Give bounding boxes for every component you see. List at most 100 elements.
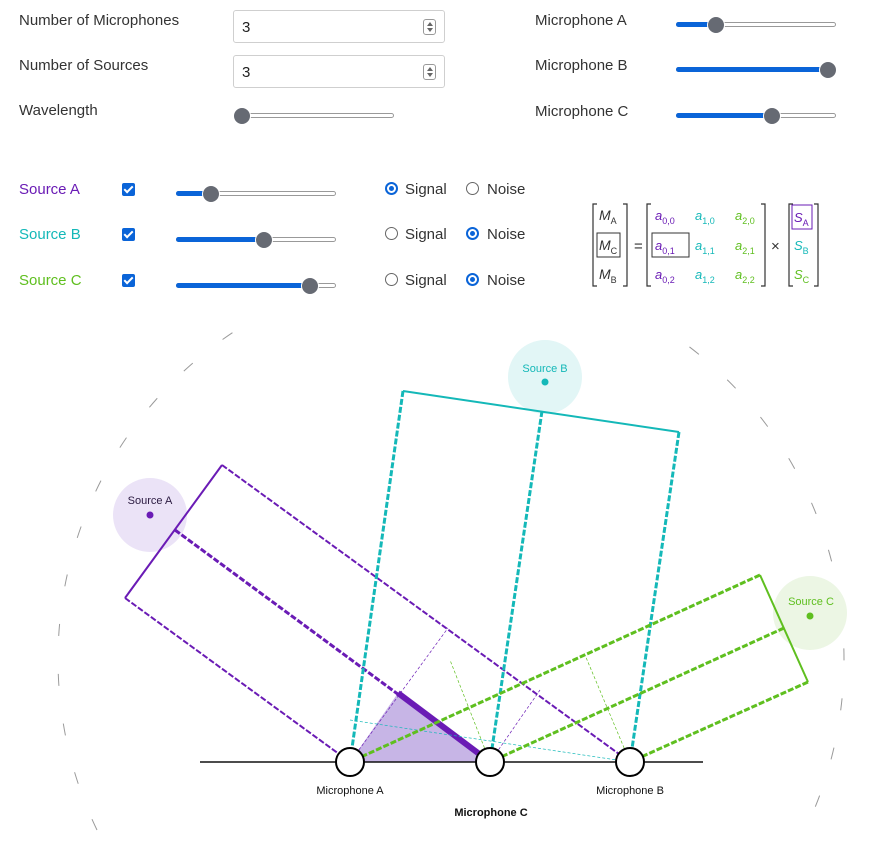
mic-entry: M xyxy=(599,207,611,223)
source-a-diagram-label: Source A xyxy=(128,495,173,507)
source-b-dot[interactable] xyxy=(541,378,549,386)
coef-sub: 2,1 xyxy=(742,246,755,256)
svg-text:MB: MB xyxy=(599,266,617,285)
source-c-slider[interactable] xyxy=(176,277,336,295)
mic-entry-sub: A xyxy=(611,216,617,226)
source-b-diagram-label: Source B xyxy=(522,363,567,375)
source-c-noise-radio[interactable] xyxy=(466,273,479,286)
microphone-b-label: Microphone B xyxy=(596,785,664,797)
source-c-beam xyxy=(349,573,809,764)
source-c-signal-label: Signal xyxy=(405,272,447,289)
num-sources-value: 3 xyxy=(242,64,251,81)
coef-sub: 0,2 xyxy=(662,275,675,285)
coef-sub: 0,1 xyxy=(662,246,675,256)
mic-c-slider[interactable] xyxy=(676,107,836,125)
slider-thumb[interactable] xyxy=(301,277,320,295)
svg-text:a0,2: a0,2 xyxy=(655,267,675,285)
source-b-label: Source B xyxy=(19,226,81,243)
num-sources-input[interactable]: 3 xyxy=(233,55,445,88)
source-entry-sub: C xyxy=(803,275,810,285)
wavelength-slider[interactable] xyxy=(233,107,394,125)
svg-text:a2,1: a2,1 xyxy=(735,238,755,256)
beam-diagram: Source A Source B Source C Microphone A … xyxy=(57,330,847,831)
coef: a xyxy=(735,267,742,282)
source-c-signal-radio[interactable] xyxy=(385,273,398,286)
slider-thumb[interactable] xyxy=(202,185,221,203)
source-entry-sub: A xyxy=(803,218,809,228)
coef: a xyxy=(655,238,662,253)
source-b-slider[interactable] xyxy=(176,231,336,249)
coef-sub: 1,0 xyxy=(702,216,715,226)
svg-text:SC: SC xyxy=(794,267,810,285)
svg-text:a1,1: a1,1 xyxy=(695,238,715,256)
source-c-diagram-label: Source C xyxy=(788,596,834,608)
source-a-signal-label: Signal xyxy=(405,181,447,198)
svg-text:a2,2: a2,2 xyxy=(735,267,755,285)
num-sources-spinner[interactable] xyxy=(423,64,436,80)
mic-b-label: Microphone B xyxy=(535,57,628,74)
microphone-c-node[interactable] xyxy=(475,747,505,777)
svg-text:a2,0: a2,0 xyxy=(735,208,755,226)
coef: a xyxy=(695,238,702,253)
microphone-b-node[interactable] xyxy=(615,747,645,777)
mixing-equation: = × MA MC MB a0,0 a1,0 a2,0 a0,1 a1,1 a2… xyxy=(592,203,819,287)
source-a-noise-radio[interactable] xyxy=(466,182,479,195)
mic-entry: M xyxy=(599,266,611,282)
source-a-label: Source A xyxy=(19,181,80,198)
num-sources-label: Number of Sources xyxy=(19,57,149,74)
source-a-arrow xyxy=(396,690,492,765)
coef-sub: 2,2 xyxy=(742,275,755,285)
coef-sub: 1,1 xyxy=(702,246,715,256)
source-c-label: Source C xyxy=(19,272,82,289)
source-c-noise-label: Noise xyxy=(487,272,526,289)
mic-b-slider[interactable] xyxy=(676,61,837,79)
coef: a xyxy=(735,238,742,253)
source-b-noise-radio[interactable] xyxy=(466,227,479,240)
source-a-beam xyxy=(124,464,631,765)
microphone-a-label: Microphone A xyxy=(316,785,384,797)
coef-sub: 0,0 xyxy=(662,216,675,226)
mic-entry-sub: B xyxy=(611,275,617,285)
num-mics-spinner[interactable] xyxy=(423,19,436,35)
source-c-checkbox[interactable] xyxy=(122,274,135,287)
slider-thumb[interactable] xyxy=(707,16,725,34)
range-arc xyxy=(57,330,845,831)
mic-c-label: Microphone C xyxy=(535,103,629,120)
coef-sub: 2,0 xyxy=(742,216,755,226)
source-a-signal-radio[interactable] xyxy=(385,182,398,195)
coef-sub: 1,2 xyxy=(702,275,715,285)
svg-text:a1,2: a1,2 xyxy=(695,267,715,285)
svg-text:SB: SB xyxy=(794,238,809,256)
slider-thumb[interactable] xyxy=(763,107,781,125)
source-a-checkbox[interactable] xyxy=(122,183,135,196)
source-entry: S xyxy=(794,238,803,253)
mic-entry-sub: C xyxy=(611,246,618,256)
slider-thumb[interactable] xyxy=(233,107,251,125)
source-entry: S xyxy=(794,210,803,225)
svg-text:a0,1: a0,1 xyxy=(655,238,675,256)
coef: a xyxy=(655,208,662,223)
source-b-signal-label: Signal xyxy=(405,226,447,243)
source-a-noise-label: Noise xyxy=(487,181,526,198)
num-mics-input[interactable]: 3 xyxy=(233,10,445,43)
source-b-signal-radio[interactable] xyxy=(385,227,398,240)
slider-thumb[interactable] xyxy=(819,61,837,79)
num-mics-label: Number of Microphones xyxy=(19,12,180,29)
microphone-a-node[interactable] xyxy=(335,747,365,777)
svg-text:a1,0: a1,0 xyxy=(695,208,715,226)
source-a-slider[interactable] xyxy=(176,185,336,203)
coef: a xyxy=(695,208,702,223)
source-b-checkbox[interactable] xyxy=(122,228,135,241)
svg-text:MC: MC xyxy=(599,237,618,256)
slider-thumb[interactable] xyxy=(255,231,273,249)
mic-a-slider[interactable] xyxy=(676,16,836,34)
wavelength-label: Wavelength xyxy=(19,102,98,119)
source-c-dot[interactable] xyxy=(806,612,814,620)
times-sign: × xyxy=(771,238,780,255)
svg-text:MA: MA xyxy=(599,207,617,226)
equals-sign: = xyxy=(634,238,643,255)
source-a-dot[interactable] xyxy=(146,511,154,519)
num-mics-value: 3 xyxy=(242,19,251,36)
source-entry-sub: B xyxy=(803,246,809,256)
source-b-halo[interactable] xyxy=(508,340,582,414)
